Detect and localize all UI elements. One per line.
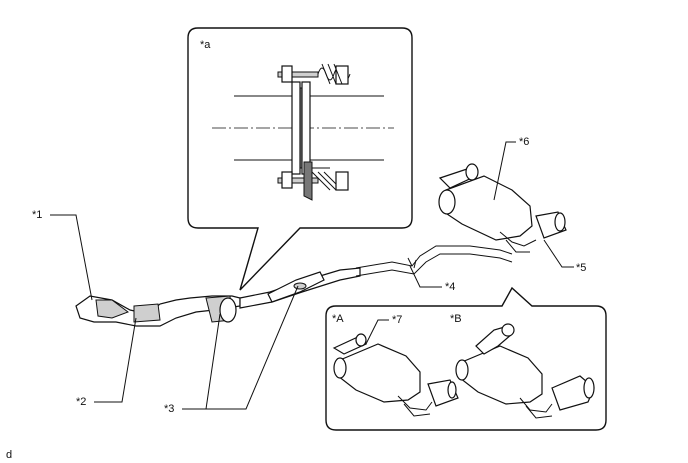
callout-2: *2 (76, 396, 86, 408)
callout-1: *1 (32, 209, 42, 221)
variant-a-label: *A (332, 313, 344, 325)
variants-inset (325, 286, 607, 431)
callout-5: *5 (576, 262, 586, 274)
callout-lines (50, 141, 574, 410)
exhaust-assembly (75, 163, 567, 327)
detail-a-label: *a (200, 39, 211, 51)
callout-3: *3 (164, 403, 174, 415)
callout-4: *4 (445, 281, 455, 293)
callout-6: *6 (519, 136, 529, 148)
variant-b-label: *B (450, 313, 462, 325)
detail-inset-a: *a (187, 27, 413, 291)
callout-7: *7 (392, 314, 402, 326)
corner-code: d (6, 449, 12, 461)
